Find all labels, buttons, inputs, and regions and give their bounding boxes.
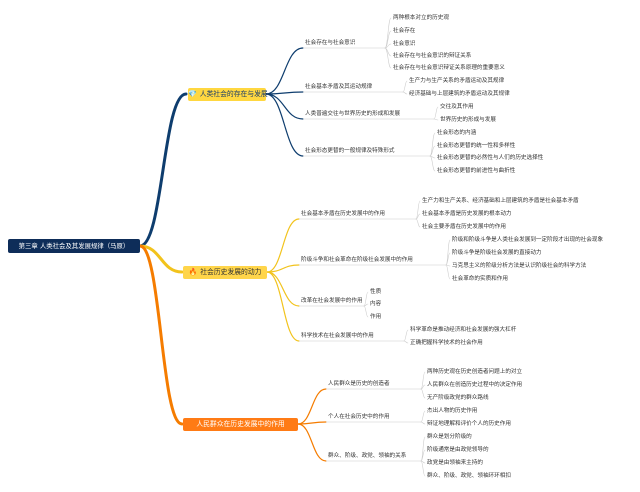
leaf-connector: [403, 340, 409, 344]
subtopic[interactable]: 改革在社会发展中的作用: [301, 298, 363, 304]
leaf-connector: [420, 449, 426, 462]
leaf-item[interactable]: 交往及其作用: [440, 104, 474, 110]
leaf-item[interactable]: 两种历史观在历史创造者问题上的对立: [427, 369, 523, 375]
leaf-item[interactable]: 社会基本矛盾是历史发展的根本动力: [422, 211, 512, 217]
leaf-item[interactable]: 生产力和生产关系、经济基础和上层建筑的矛盾是社会基本矛盾: [422, 198, 579, 204]
branch-social-existence[interactable]: 💎人类社会的存在与发展: [188, 88, 268, 101]
root-connector: [138, 244, 184, 426]
leaf-connector: [402, 91, 408, 95]
leaf-item[interactable]: 马克思主义的阶级分析方法是认识阶级社会的科学方法: [452, 263, 587, 269]
leaf-item[interactable]: 杰出人物的历史作用: [427, 408, 478, 414]
root-connector: [138, 244, 184, 274]
leaf-connector: [429, 145, 436, 157]
leaf-connector: [363, 305, 369, 318]
leaf-item[interactable]: 社会存在与社会意识辩证关系原理的重要意义: [393, 65, 505, 71]
diamond-icon: 💎: [188, 90, 197, 98]
branch-label: 人民群众在历史发展中的作用: [196, 420, 285, 428]
leaf-item[interactable]: 政党是由领袖来主持的: [427, 460, 483, 466]
leaf-item[interactable]: 性质: [370, 289, 382, 295]
leaf-connector: [384, 30, 392, 49]
leaf-item[interactable]: 辩证地理解和评价个人的历史作用: [427, 421, 511, 427]
leaf-item[interactable]: 社会形态更替的统一性和多样性: [437, 143, 516, 149]
leaf-connector: [429, 155, 436, 172]
leaf-item[interactable]: 正确把握科学技术的社会作用: [410, 340, 483, 346]
subtopic[interactable]: 科学技术在社会发展中的作用: [301, 333, 374, 339]
leaf-item[interactable]: 经济基础与上层建筑的矛盾运动及其规律: [409, 91, 510, 97]
subtopic[interactable]: 社会基本矛盾及其运动规律: [305, 84, 373, 90]
branch-connector: [266, 218, 300, 273]
leaf-connector: [420, 421, 426, 425]
subtopic[interactable]: 阶级斗争和社会革命在阶级社会发展中的作用: [301, 257, 413, 263]
leaf-item[interactable]: 世界历史的形成与发展: [440, 117, 496, 123]
branch-connector: [297, 423, 327, 462]
leaf-item[interactable]: 两种根本对立的历史观: [393, 15, 449, 21]
leaf-item[interactable]: 社会形态更替的前进性与曲折性: [437, 168, 516, 174]
leaf-connector: [420, 410, 426, 423]
leaf-connector: [420, 460, 426, 477]
leaf-connector: [445, 252, 451, 266]
branch-connector: [266, 264, 300, 273]
leaf-item[interactable]: 社会革命的实质和作用: [452, 276, 508, 282]
leaf-connector: [363, 291, 369, 307]
branch-label: 人类社会的存在与发展: [199, 90, 268, 98]
leaf-item[interactable]: 社会主要矛盾在历史发展中的作用: [422, 224, 506, 230]
subtopic[interactable]: 社会形态更替的一般规律及特殊形式: [305, 148, 395, 154]
branch-connector: [297, 388, 327, 425]
leaf-connector: [433, 118, 439, 121]
leaf-item[interactable]: 社会意识: [393, 41, 416, 47]
leaf-connector: [433, 106, 439, 120]
leaf-item[interactable]: 社会存在与社会意识的辩证关系: [393, 53, 472, 59]
fire-icon: 🔥: [188, 268, 198, 276]
branch-connector: [265, 93, 304, 157]
leaf-item[interactable]: 社会形态更替的必然性与人们的历史选择性: [437, 155, 544, 161]
leaf-item[interactable]: 阶级斗争是阶级社会发展的直接动力: [452, 250, 542, 256]
subtopic[interactable]: 社会基本矛盾在历史发展中的作用: [301, 211, 385, 217]
leaf-connector: [384, 47, 392, 69]
branch-connector: [266, 271, 300, 307]
subtopic[interactable]: 人民群众是历史的创造者: [328, 381, 390, 387]
leaf-item[interactable]: 无产阶级政党的群众路线: [427, 395, 489, 401]
leaf-item[interactable]: 科学革命是推动经济和社会发展的强大杠杆: [410, 327, 517, 333]
subtopic[interactable]: 人类普遍交往与世界历史的形成和发展: [305, 111, 401, 117]
leaf-connector: [415, 218, 421, 228]
root-topic-label: 第三章 人类社会及其发展规律（马原）: [18, 242, 130, 250]
subtopic[interactable]: 社会存在与社会意识: [305, 40, 356, 46]
leaf-connector: [403, 329, 409, 342]
leaf-connector: [420, 388, 426, 399]
leaf-item[interactable]: 群众是划分阶级的: [427, 434, 472, 440]
branch-connector: [266, 271, 300, 342]
subtopic[interactable]: 个人在社会历史中的作用: [328, 414, 390, 420]
leaf-item[interactable]: 内容: [370, 301, 382, 307]
leaf-connector: [445, 264, 451, 280]
leaf-connector: [420, 436, 426, 462]
subtopic[interactable]: 群众、阶级、政党、领袖的关系: [328, 453, 407, 459]
leaf-connector: [415, 200, 421, 220]
leaf-item[interactable]: 社会存在: [393, 28, 416, 34]
branch-connector: [265, 47, 304, 95]
leaf-item[interactable]: 阶级和阶级斗争是人类社会发展到一定阶段才出现的社会现象: [452, 237, 604, 243]
root-connector: [138, 92, 188, 248]
leaf-connector: [402, 80, 408, 93]
leaf-item[interactable]: 人民群众在创造历史过程中的决定作用: [427, 382, 523, 388]
leaf-connector: [384, 17, 392, 49]
leaf-connector: [445, 239, 451, 266]
branch-connector: [297, 421, 327, 425]
branch-historical-driving-force[interactable]: 🔥社会历史发展的动力: [183, 266, 267, 279]
leaf-item[interactable]: 作用: [370, 314, 382, 320]
branch-connector: [265, 93, 304, 120]
leaf-item[interactable]: 群众、阶级、政党、领袖环环相扣: [427, 473, 511, 479]
leaf-connector: [420, 371, 426, 390]
leaf-item[interactable]: 阶级通常是由政党领导的: [427, 447, 489, 453]
branch-role-of-the-people[interactable]: 人民群众在历史发展中的作用: [183, 418, 298, 431]
leaf-connector: [429, 132, 436, 157]
root-topic[interactable]: 第三章 人类社会及其发展规律（马原）: [8, 239, 140, 253]
leaf-item[interactable]: 生产力与生产关系的矛盾运动及其规律: [409, 78, 505, 84]
branch-label: 社会历史发展的动力: [200, 268, 262, 276]
leaf-item[interactable]: 社会形态的内涵: [437, 130, 477, 136]
